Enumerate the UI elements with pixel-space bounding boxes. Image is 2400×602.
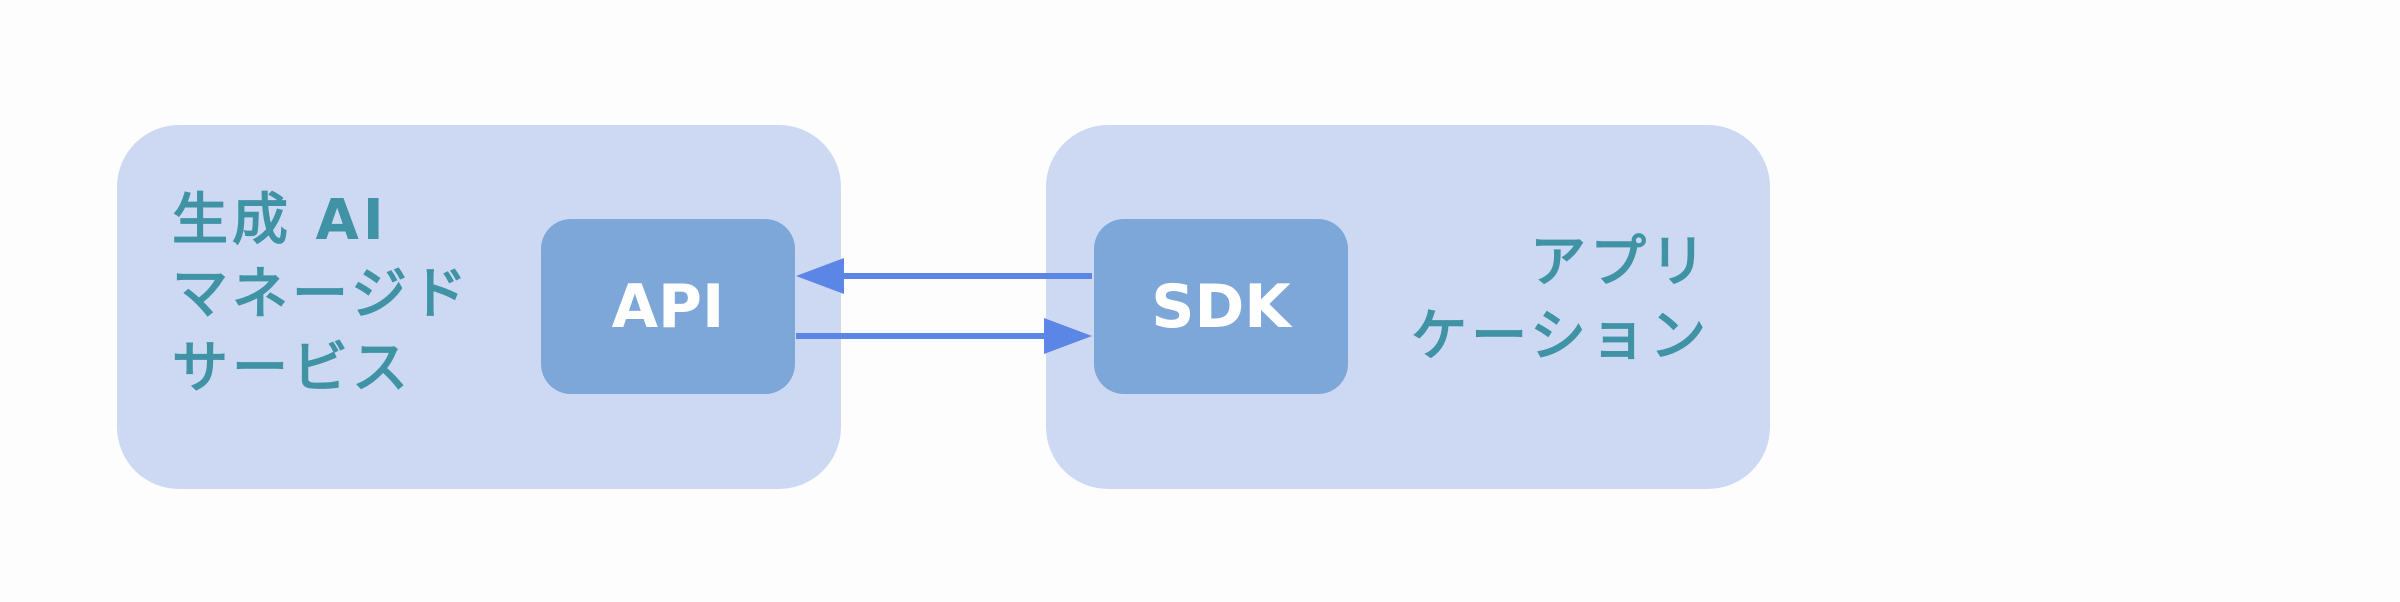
application-label: アプリ ケーション (1411, 230, 1710, 369)
sdk-label: SDK (1151, 271, 1291, 342)
api-label: API (611, 271, 725, 342)
sdk-to-api-arrowhead (796, 258, 844, 294)
api-box: API (541, 219, 795, 394)
api-to-sdk-arrowhead (1044, 318, 1092, 354)
sdk-box: SDK (1094, 219, 1348, 394)
generative-ai-service-label: 生成 AI マネージド サービス (172, 188, 471, 401)
